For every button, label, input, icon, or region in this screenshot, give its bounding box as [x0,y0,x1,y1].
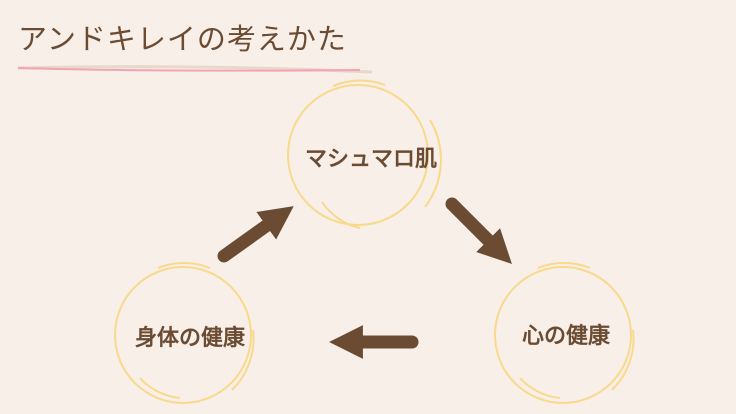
page-title: アンドキレイの考えかた [18,22,347,56]
arrow-top-to-right [445,197,512,264]
arrow-left-to-top [217,206,294,263]
circle-top [287,79,442,229]
circle-left [114,261,255,404]
node-body-health: 身体の健康 [134,326,246,351]
node-mind-health: 心の健康 [521,324,611,349]
node-marshmallow-skin: マシュマロ肌 [304,147,438,172]
title-underline [17,65,373,74]
circle-right [494,261,635,404]
